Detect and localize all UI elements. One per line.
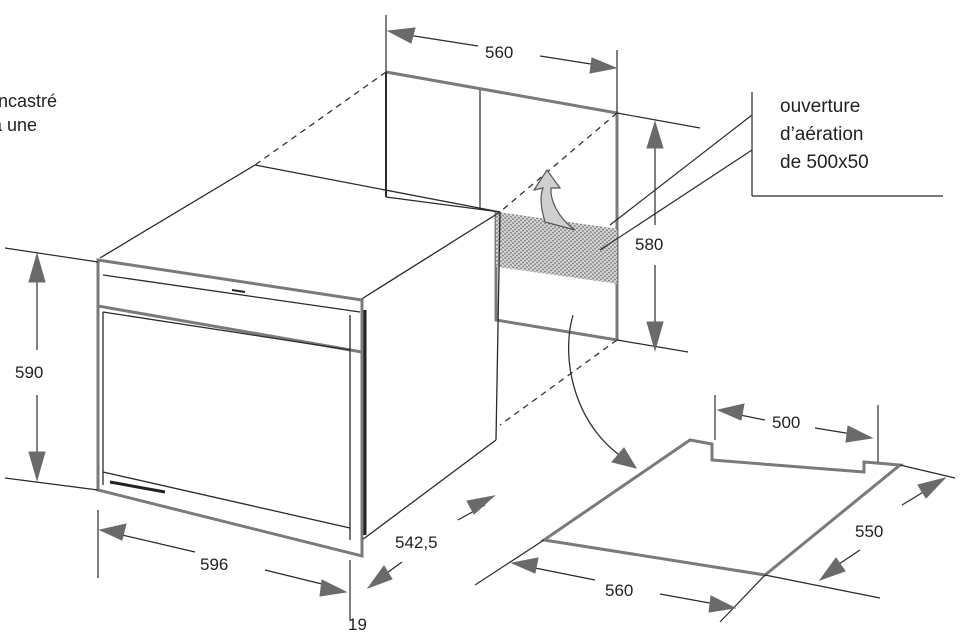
dim-oven-width: 596 [97, 510, 351, 620]
label-shelf-cutout-width: 500 [772, 413, 800, 432]
dim-niche-width: 560 [385, 15, 618, 113]
dim-shelf-width: 560 [510, 557, 737, 613]
side-text-line-1: ncastré [0, 91, 57, 111]
vent-opening [496, 211, 617, 284]
vent-callout: ouverture d’aération de 500x50 [599, 92, 943, 251]
label-oven-depth: 542,5 [395, 533, 438, 552]
label-shelf-width: 560 [605, 581, 633, 600]
label-niche-height: 580 [635, 235, 663, 254]
dim-shelf-cutout-width: 500 [716, 403, 874, 443]
label-oven-height: 590 [15, 363, 43, 382]
side-text-line-2: à une [0, 115, 37, 135]
label-niche-width: 560 [485, 43, 513, 62]
label-shelf-depth: 550 [855, 522, 883, 541]
shelf-cutout [474, 395, 956, 623]
projection-lines [254, 71, 618, 426]
dim-oven-depth: 542,5 [366, 495, 496, 590]
dim-niche-height: 580 [635, 120, 664, 352]
note-line-3: de 500x50 [780, 152, 869, 173]
note-line-2: d’aération [780, 124, 863, 145]
dim-shelf-depth: 550 [818, 477, 947, 582]
side-text: ncastré à une [0, 91, 57, 135]
label-front-offset: 19 [348, 615, 367, 634]
dim-oven-height: 590 [4, 247, 99, 491]
air-flow-arrow-icon [532, 168, 576, 231]
note-line-1: ouverture [780, 96, 860, 117]
oven-body [96, 164, 501, 558]
label-oven-width: 596 [200, 555, 228, 574]
curved-arrow [567, 314, 638, 469]
